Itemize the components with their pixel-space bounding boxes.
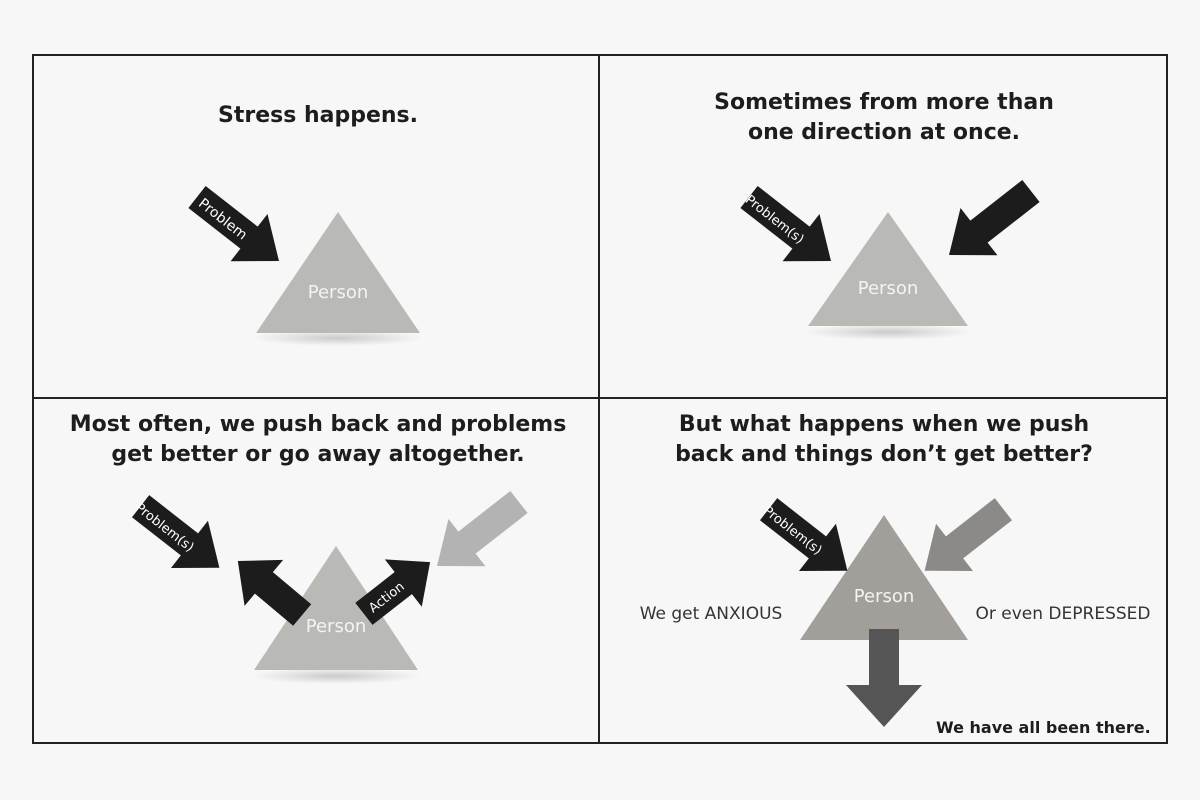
panel-grid xyxy=(32,54,1168,744)
triangle-shadow xyxy=(802,324,974,340)
panel-2-title: Sometimes from more than one direction a… xyxy=(714,90,1054,145)
problem-arrow-icon: Problem(s) xyxy=(131,495,220,569)
triangle-shadow xyxy=(250,668,422,684)
person-label: Person xyxy=(308,282,369,303)
problem-arrow-right-icon xyxy=(949,179,1040,256)
panel-3-title: Most often, we push back and problems ge… xyxy=(69,412,567,467)
triangle-shadow xyxy=(252,330,424,346)
panel-4-diagram: Person Problem(s) We get ANXIOUS Or even… xyxy=(640,498,1151,727)
person-triangle xyxy=(254,546,418,670)
depressed-label: Or even DEPRESSED xyxy=(976,604,1151,624)
problem-arrow-gray-icon xyxy=(924,498,1013,572)
problem-arrow-gray-icon xyxy=(437,490,528,567)
panel-4-footer: We have all been there. xyxy=(936,718,1151,737)
divider-vertical xyxy=(598,54,600,744)
person-triangle xyxy=(808,212,968,326)
problem-arrow-icon: Problem xyxy=(188,185,279,262)
panel-3-diagram: Person Problem(s) Action xyxy=(131,490,528,684)
panel-2-diagram: Person Problem(s) xyxy=(740,179,1040,340)
person-label: Person xyxy=(306,616,367,637)
problem-arrow-left-icon: Problem(s) xyxy=(740,185,831,262)
pushback-arrow-icon xyxy=(237,559,312,626)
person-label: Person xyxy=(858,278,919,299)
down-arrow-icon xyxy=(846,629,922,727)
panel-1-title: Stress happens. xyxy=(217,103,419,128)
divider-horizontal xyxy=(32,397,1168,399)
panel-4-title: But what happens when we push back and t… xyxy=(675,412,1093,467)
panel-1-diagram: Person Problem xyxy=(188,185,424,346)
anxious-label: We get ANXIOUS xyxy=(640,604,783,624)
person-triangle xyxy=(256,212,420,333)
person-triangle xyxy=(800,515,968,640)
person-label: Person xyxy=(854,586,915,607)
